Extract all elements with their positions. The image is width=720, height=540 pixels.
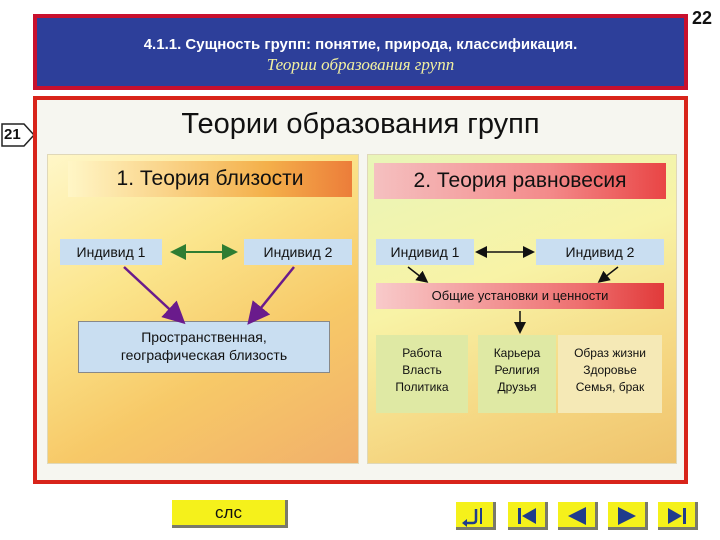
proximity-line-1: Пространственная, [141, 329, 267, 345]
return-button[interactable] [456, 502, 496, 530]
theory1-panel: 1. Теория близости Индивид 1 Индивид 2 П… [47, 154, 359, 464]
sphere-career-line-3: Друзья [497, 380, 537, 394]
theory2-individual-2-down-arrow [597, 266, 619, 283]
sphere-work: Работа Власть Политика [376, 335, 468, 413]
main-title: Теории образования групп [181, 108, 540, 140]
theory2-panel: 2. Теория равновесия Индивид 1 Индивид 2… [367, 154, 677, 464]
shared-values-box: Общие установки и ценности [376, 283, 664, 309]
theory1-title: 1. Теория близости [68, 161, 352, 197]
proximity-line-2: географическая близость [120, 347, 288, 363]
slide-ref-link[interactable]: 21 [0, 120, 36, 150]
theory2-individual-2: Индивид 2 [536, 239, 664, 265]
previous-slide-icon [568, 507, 586, 525]
header-banner: 4.1.1. Сущность групп: понятие, природа,… [33, 14, 688, 90]
sphere-work-line-2: Власть [402, 363, 442, 377]
individual-1-to-proximity-arrow [123, 266, 186, 325]
slide-ref-number: 21 [4, 126, 21, 143]
sphere-lifestyle-line-3: Семья, брак [575, 380, 645, 394]
header-title: 4.1.1. Сущность групп: понятие, природа,… [143, 36, 578, 53]
sphere-career: Карьера Религия Друзья [478, 335, 556, 413]
theory1-individual-1: Индивид 1 [60, 239, 162, 265]
theory2-individual-1: Индивид 1 [376, 239, 474, 265]
page-number: 22 [691, 8, 712, 28]
sphere-career-line-1: Карьера [493, 346, 541, 360]
first-slide-button[interactable] [508, 502, 548, 530]
next-slide-button[interactable] [608, 502, 648, 530]
last-slide-icon [668, 508, 686, 524]
proximity-box: Пространственная, географическая близост… [78, 321, 330, 373]
header-subtitle: Теории образования групп [266, 55, 455, 74]
first-slide-icon [518, 508, 536, 524]
theory1-arrows [123, 244, 295, 325]
last-slide-button[interactable] [658, 502, 698, 530]
sphere-career-line-2: Религия [494, 363, 540, 377]
return-icon [462, 508, 482, 527]
theory2-arrows [407, 246, 619, 334]
theory2-individual-1-down-arrow [407, 266, 429, 283]
sphere-lifestyle: Образ жизни Здоровье Семья, брак [558, 335, 662, 413]
theory2-title: 2. Теория равновесия [374, 163, 666, 199]
sphere-lifestyle-line-2: Здоровье [583, 363, 637, 377]
next-slide-icon [618, 507, 636, 525]
slide-ref-arrow-icon [1, 123, 36, 147]
theory1-individual-2: Индивид 2 [244, 239, 352, 265]
sphere-work-line-3: Политика [395, 380, 449, 394]
individual-2-to-proximity-arrow [247, 266, 295, 325]
sphere-lifestyle-line-1: Образ жизни [574, 346, 646, 360]
cls-button[interactable]: слс [172, 500, 288, 528]
previous-slide-button[interactable] [558, 502, 598, 530]
sphere-work-line-1: Работа [402, 346, 442, 360]
main-frame: Теории образования групп 1. Теория близо… [33, 96, 688, 484]
